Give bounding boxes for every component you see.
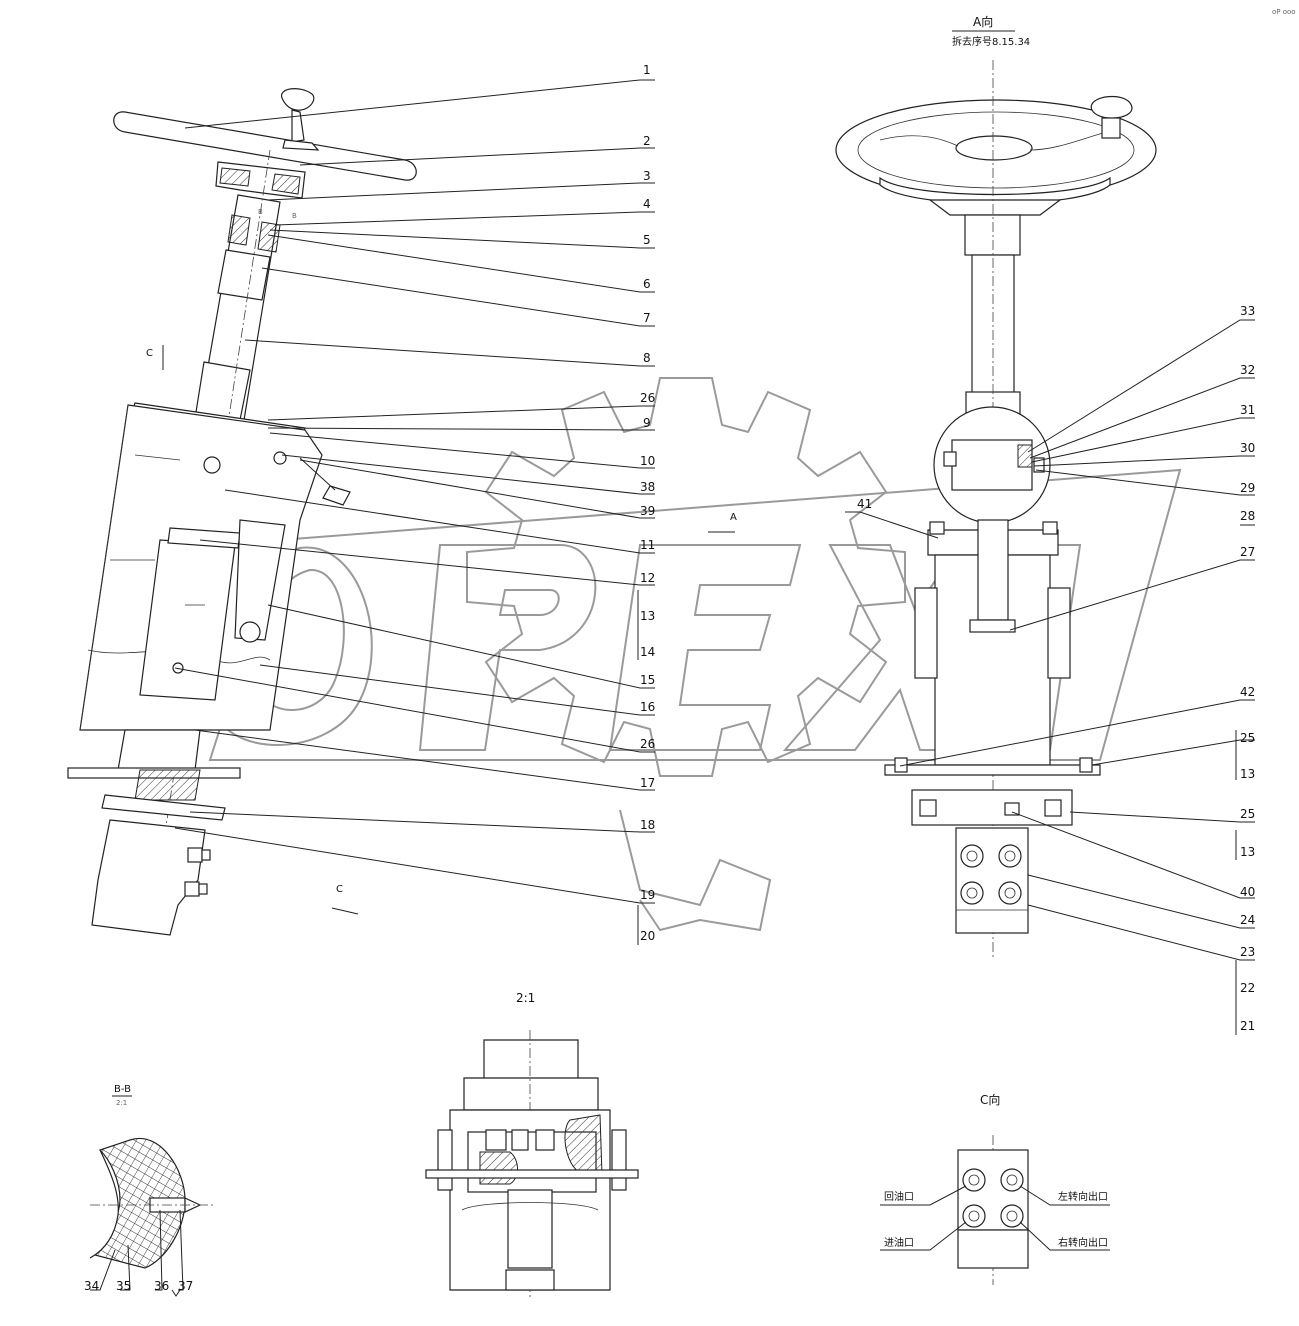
callout-13: 13 bbox=[640, 609, 655, 623]
callout-6: 6 bbox=[643, 277, 651, 291]
view-a-marker: A bbox=[730, 512, 737, 523]
detail-scale: 2:1 bbox=[516, 991, 535, 1005]
base-flange bbox=[101, 794, 226, 821]
callout-2: 2 bbox=[643, 134, 651, 148]
callout-41: 41 bbox=[857, 497, 872, 511]
callout-12: 12 bbox=[640, 571, 655, 585]
callout-14: 14 bbox=[640, 645, 655, 659]
callout-25a: 25 bbox=[1240, 731, 1255, 745]
lever-arm bbox=[234, 519, 286, 641]
callout-34: 34 bbox=[84, 1279, 99, 1293]
view-c-marker-upper: C bbox=[146, 348, 153, 359]
section-b-title: B-B bbox=[114, 1084, 131, 1095]
view-a-note: 拆去序号8.15.34 bbox=[952, 35, 1030, 48]
main-section-view bbox=[67, 88, 417, 936]
callout-23: 23 bbox=[1240, 945, 1255, 959]
detail-view: 2:1 bbox=[425, 991, 639, 1300]
callout-24: 24 bbox=[1240, 913, 1255, 927]
port-left-turn-outlet: 左转向出口 bbox=[1058, 1190, 1108, 1203]
valve-block bbox=[91, 819, 206, 936]
view-a-knob bbox=[1090, 95, 1133, 119]
b-mark-2: B bbox=[292, 212, 297, 220]
callout-38: 38 bbox=[640, 480, 655, 494]
section-b-shape bbox=[94, 1137, 186, 1269]
callout-21: 21 bbox=[1240, 1019, 1255, 1033]
callout-28: 28 bbox=[1240, 509, 1255, 523]
callout-7: 7 bbox=[643, 311, 651, 325]
lower-shaft bbox=[117, 729, 201, 771]
leaders-right bbox=[845, 319, 1255, 1035]
section-b-b: B-B 2:1 34 35 36 37 bbox=[84, 1084, 215, 1297]
view-c-title: C向 bbox=[980, 1092, 1000, 1107]
callout-33: 33 bbox=[1240, 304, 1255, 318]
callout-22: 22 bbox=[1240, 981, 1255, 995]
b-mark-1: B bbox=[258, 208, 263, 216]
callout-25b: 25 bbox=[1240, 807, 1255, 821]
callout-27: 27 bbox=[1240, 545, 1255, 559]
view-a-title: A向 bbox=[973, 14, 993, 29]
port-return-oil: 回油口 bbox=[884, 1190, 914, 1203]
callout-19: 19 bbox=[640, 888, 655, 902]
corner-mark: oP ooo bbox=[1272, 8, 1296, 16]
view-c: C向 回油口 进油口 左转向出口 右转向出口 bbox=[880, 1092, 1110, 1285]
callout-39: 39 bbox=[640, 504, 655, 518]
view-a-base-plate bbox=[884, 764, 1101, 776]
callout-11: 11 bbox=[640, 538, 655, 552]
callout-29: 29 bbox=[1240, 481, 1255, 495]
view-c-marker-lower: C bbox=[336, 884, 343, 895]
callout-13b: 13 bbox=[1240, 845, 1255, 859]
callout-30: 30 bbox=[1240, 441, 1255, 455]
callout-20: 20 bbox=[640, 929, 655, 943]
callout-40: 40 bbox=[1240, 885, 1255, 899]
callout-5: 5 bbox=[643, 233, 651, 247]
callouts-right: 33 32 31 30 29 41 28 27 42 25 13 25 13 4… bbox=[857, 304, 1255, 1033]
view-a: A向 拆去序号8.15.34 bbox=[835, 14, 1157, 960]
callout-32: 32 bbox=[1240, 363, 1255, 377]
callouts-left: 1 2 3 4 5 6 7 8 26 9 10 38 39 11 12 13 1… bbox=[146, 63, 737, 943]
view-a-valve bbox=[955, 827, 1029, 934]
callout-35: 35 bbox=[116, 1279, 131, 1293]
port-right-turn-outlet: 右转向出口 bbox=[1058, 1236, 1108, 1249]
callout-16: 16 bbox=[640, 700, 655, 714]
callout-1: 1 bbox=[643, 63, 651, 77]
callout-26b: 26 bbox=[640, 737, 655, 751]
callout-3: 3 bbox=[643, 169, 651, 183]
callout-4: 4 bbox=[643, 197, 651, 211]
callout-37: 37 bbox=[178, 1279, 193, 1293]
callout-31: 31 bbox=[1240, 403, 1255, 417]
callout-8: 8 bbox=[643, 351, 651, 365]
callout-15: 15 bbox=[640, 673, 655, 687]
callout-10: 10 bbox=[640, 454, 655, 468]
port-inlet-oil: 进油口 bbox=[884, 1236, 914, 1249]
wheel-knob bbox=[281, 88, 315, 111]
leaders-left bbox=[162, 79, 735, 945]
section-b-scale: 2:1 bbox=[116, 1099, 127, 1107]
callout-17: 17 bbox=[640, 776, 655, 790]
watermark-gear bbox=[466, 377, 906, 777]
callout-13a: 13 bbox=[1240, 767, 1255, 781]
callout-9: 9 bbox=[643, 416, 651, 430]
callout-18: 18 bbox=[640, 818, 655, 832]
callout-42: 42 bbox=[1240, 685, 1255, 699]
callout-36: 36 bbox=[154, 1279, 169, 1293]
callout-26a: 26 bbox=[640, 391, 655, 405]
